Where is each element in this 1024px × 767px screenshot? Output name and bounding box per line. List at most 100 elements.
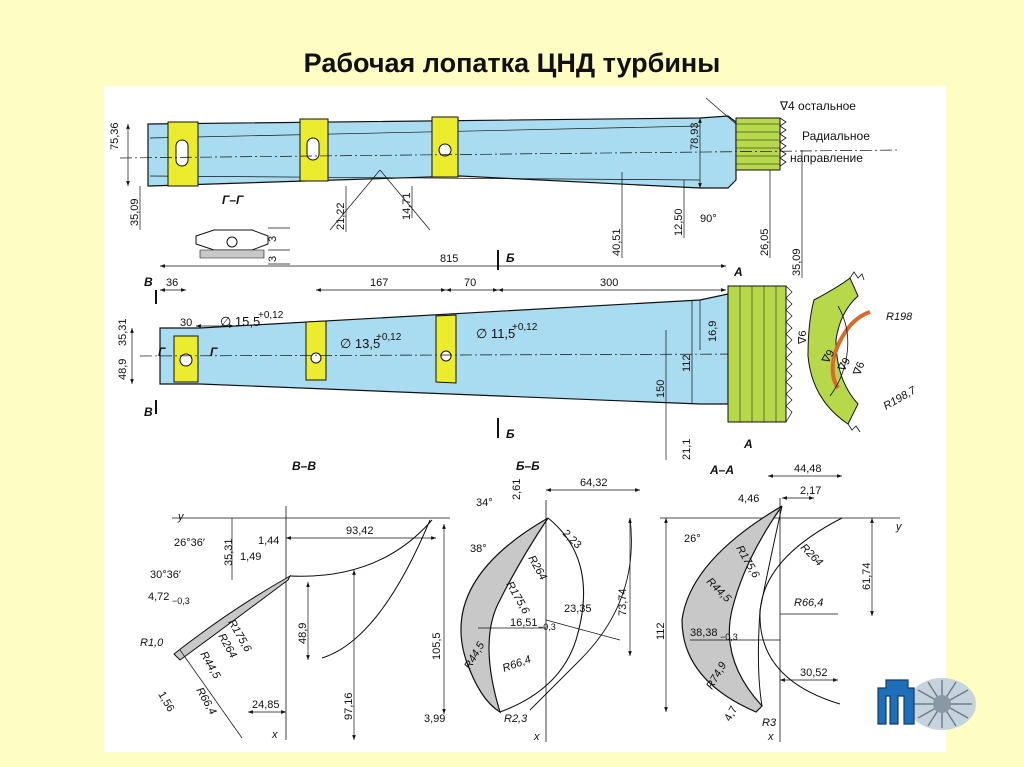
dim-48-9: 48,9 [117,359,129,380]
slide-title: Рабочая лопатка ЦНД турбины [303,48,721,78]
surface-note: ∇4 остальное [779,99,856,113]
vv-axis-x: x [271,729,278,741]
aa-axis-y: y [895,521,903,533]
dim-14-71: 14,71 [401,192,413,220]
section-a-a: А–А y x 44,48 4,46 2,17 26° R175,6 R264 … [655,463,903,743]
bb-dim-2-61: 2,61 [511,479,523,500]
vv-dim-1-49: 1,49 [240,551,261,563]
bb-r175-6: R175,6 [503,580,532,617]
cut-mark-b-bottom: Б [506,427,515,441]
dim-angle-90: 90° [700,213,717,225]
dim-150: 150 [655,380,667,398]
vv-dim-24-85: 24,85 [252,699,280,711]
radial-note-line2: направление [790,151,863,165]
vv-r1-0: R1,0 [140,637,164,649]
bb-angle-34: 34° [476,497,493,509]
bb-dim-73-74: 73,74 [617,588,629,616]
bb-r66-4: R66,4 [501,654,533,675]
vv-dim-4-72: 4,72 [148,591,169,603]
vv-angle-30-36: 30°36′ [150,569,181,581]
aa-axis-x: x [767,731,774,743]
cut-mark-v-bottom: В [144,405,153,419]
bb-r2-3: R2,3 [504,713,528,725]
vv-dim-48-9: 48,9 [297,623,309,644]
bb-angle-38: 38° [470,543,487,555]
section-b-b: Б–Б x 34° 2,61 64,32 38° 2,23 R264 R175,… [424,459,640,743]
dim-16-9: 16,9 [707,321,719,342]
hole-2-tolerance: +0,12 [376,332,402,343]
dim-78-93: 78,93 [689,122,701,150]
hole-3-tolerance: +0,12 [512,322,538,333]
bb-dim-2-23: 2,23 [560,528,584,552]
dim-21-22: 21,22 [335,202,347,230]
dim-35-09-left: 35,09 [129,198,141,226]
aa-dim-61-74: 61,74 [861,562,873,590]
cut-mark-a-top: А [733,265,743,279]
hole-1-diameter: ∅ 15,5 [220,314,260,329]
aa-dim-112: 112 [655,622,667,640]
dim-35-31: 35,31 [117,318,129,346]
bb-dim-64-32: 64,32 [580,477,608,489]
section-v-v-label: В–В [292,459,316,473]
dim-75-36: 75,36 [109,122,121,150]
bb-axis-x: x [533,731,540,743]
root-r198-7: R198,7 [882,384,919,413]
aa-r3: R3 [762,717,777,729]
hole-2-diameter: ∅ 13,5 [340,336,380,351]
root-mark-6b: ∇6 [851,360,867,378]
root-r198: R198 [886,311,913,323]
section-g-g-label: Г–Г [222,193,244,207]
dim-167: 167 [370,277,388,289]
section-b-b-label: Б–Б [516,459,540,473]
bb-dim-3-99: 3,99 [424,713,445,725]
vv-axis-y: y [177,511,185,523]
vv-dim-93-42: 93,42 [346,525,374,537]
blade-side-view: 75,36 35,09 21,22 14,71 78,93 40,51 12,5… [109,97,901,278]
root-side-view: R198 R198,7 ∇6 ∇9 ∇9 ∇6 [797,271,919,433]
dim-70: 70 [464,277,476,289]
blade-plan-view: 815 36 167 70 300 30 35,31 48,9 ∅ 15,5 +… [117,250,793,460]
cut-mark-a-bottom: А [743,437,753,451]
dim-112: 112 [681,354,693,372]
aa-dim-30-52: 30,52 [800,667,828,679]
hole-3-diameter: ∅ 11,5 [476,326,515,341]
cut-mark-v-top: В [144,275,153,289]
bb-r264: R264 [525,554,549,583]
aa-dim-44-48: 44,48 [794,463,822,475]
dim-3-a: 3 [267,236,279,242]
dim-40-51: 40,51 [611,228,623,256]
vv-dim-1-44: 1,44 [258,535,279,547]
turbine-logo [874,664,978,734]
vv-r66-4: R66,4 [193,686,218,717]
dim-300: 300 [600,277,618,289]
vv-r44-5: R44,5 [197,650,223,682]
dim-36: 36 [166,277,178,289]
radial-note-line1: Радиальное [802,129,870,143]
section-g-g: Г–Г 3 3 [195,193,290,265]
dim-26-05: 26,05 [759,228,771,256]
aa-r66-4: R66,4 [794,597,823,609]
aa-dim-38-38-tol: −0,3 [720,632,738,642]
vv-dim-97-16: 97,16 [343,692,355,720]
aa-angle-26: 26° [684,533,701,545]
aa-dim-38-38: 38,38 [690,627,718,639]
aa-dim-4-46: 4,46 [738,493,759,505]
dim-35-09-right: 35,09 [791,248,803,276]
cut-mark-b-top: Б [506,251,515,265]
bb-dim-16-51: 16,51 [510,617,538,629]
dim-3-b: 3 [267,256,279,262]
vv-dim-4-72-tol: −0,3 [172,596,190,606]
aa-dim-4-7: 4,7 [722,704,740,723]
hole-1-tolerance: +0,12 [258,310,284,321]
dim-12-50: 12,50 [673,208,685,236]
aa-r264: R264 [798,542,825,569]
aa-dim-2-17: 2,17 [800,485,821,497]
cut-mark-g-left: Г [158,345,166,359]
cut-mark-g-right: Г [210,345,218,359]
root-mark-6a: ∇6 [797,331,809,345]
dim-30: 30 [180,317,192,329]
section-v-v: В–В y x 26°36′ 30°36′ 35,31 1,44 1,49 93… [140,459,450,741]
dim-815: 815 [440,253,458,265]
vv-dim-1-56: 1,56 [155,690,176,715]
vv-dim-35-31: 35,31 [223,538,235,566]
